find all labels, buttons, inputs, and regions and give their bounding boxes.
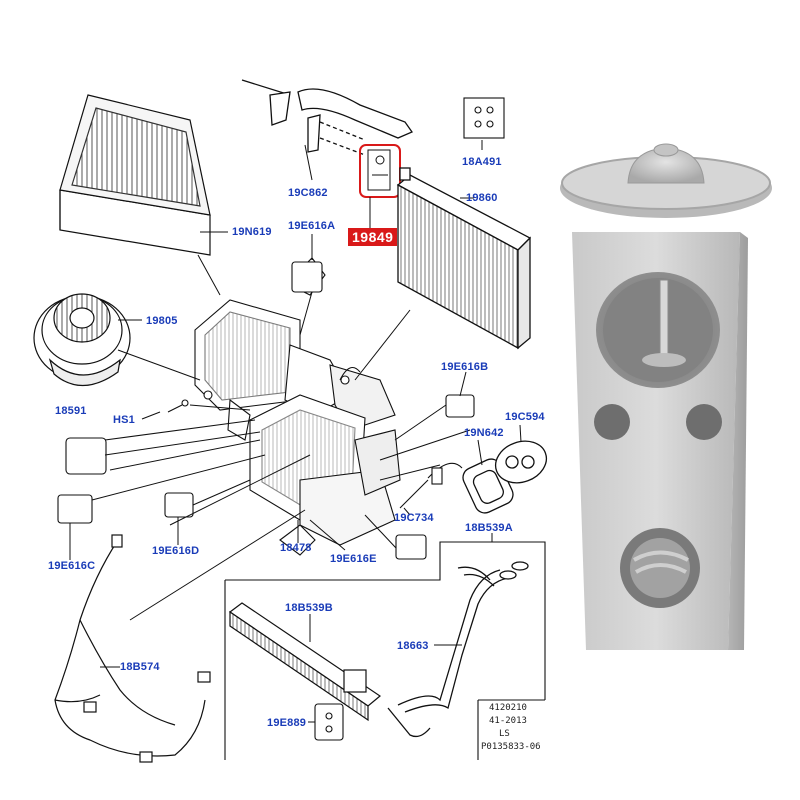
stamp-line: LS [499,729,510,739]
label-19N619: 19N619 [232,226,272,238]
label-19E616D: 19E616D [152,545,200,557]
label-19E616A: 19E616A [288,220,336,232]
drawing-stamp: 4120210 41-2013 LS P0135833-06 [481,702,541,754]
expansion-valve-photo [560,143,772,650]
pipe-assembly [241,79,413,156]
stamp-line: P0135833-06 [481,742,541,752]
label-19C862: 19C862 [288,187,328,199]
label-18591: 18591 [55,405,87,417]
label-18A491: 18A491 [462,156,502,168]
label-19E616C: 19E616C [48,560,96,572]
expansion-valve-diagram [359,144,401,228]
label-19E616E: 19E616E [330,553,377,565]
stamp-line: 4120210 [489,703,527,713]
sensor-probe [399,462,463,509]
heater-pipes [387,561,529,738]
evaporator-core [396,167,532,350]
hvac-housing [194,257,401,556]
highlighted-part-label: 19849 [348,228,398,246]
heater-core [228,602,381,722]
label-18478: 18478 [280,542,312,554]
label-19805: 19805 [146,315,178,327]
label-18B574: 18B574 [120,661,160,673]
label-19860: 19860 [466,192,498,204]
label-18B539A: 18B539A [465,522,513,534]
label-19C734: 19C734 [394,512,434,524]
label-HS1: HS1 [113,414,135,426]
label-19E889: 19E889 [267,717,307,729]
label-19C594: 19C594 [505,411,545,423]
cabin-filter [59,94,211,256]
stamp-line: 41-2013 [489,716,527,726]
gaskets [462,440,548,514]
clips [314,97,505,741]
label-18B539B: 18B539B [285,602,333,614]
blower-motor [33,293,131,387]
wiring-harness [54,534,211,763]
label-19N642: 19N642 [464,427,504,439]
heater-inset [224,541,546,760]
label-18663: 18663 [397,640,429,652]
label-19E616B: 19E616B [441,361,489,373]
actuators [57,261,475,560]
leader-lines [69,140,522,723]
